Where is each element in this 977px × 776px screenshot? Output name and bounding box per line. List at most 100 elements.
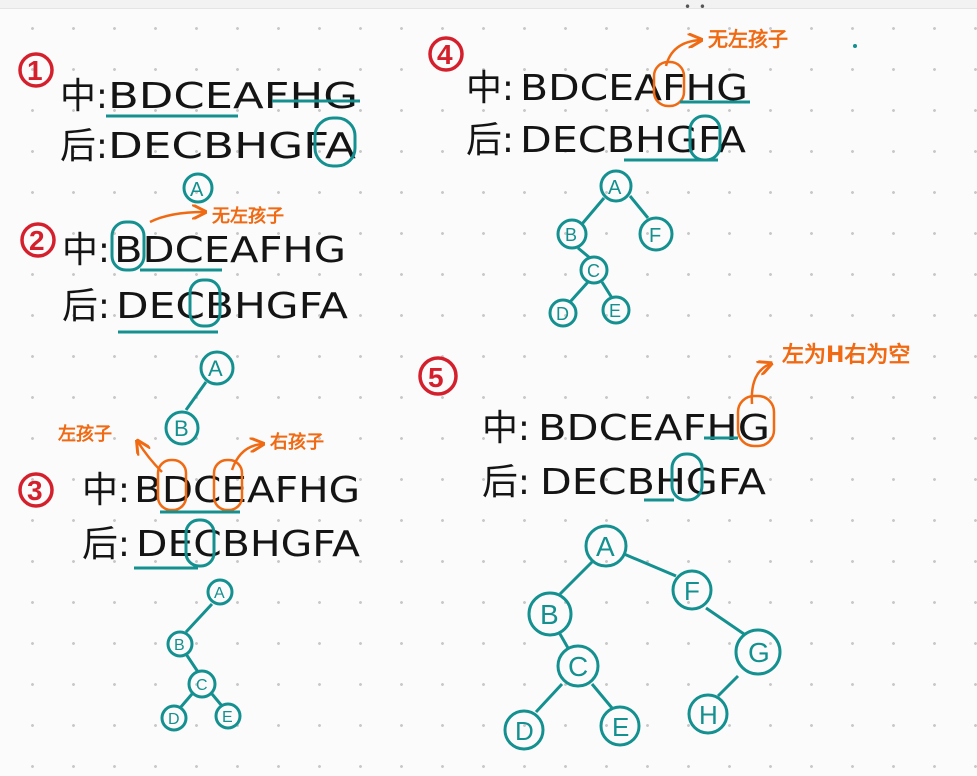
step-5-edge-f-g: [705, 606, 745, 636]
step-3-node-e-label: E: [222, 709, 233, 726]
step-3-number: 3: [27, 475, 43, 506]
step-2: 2 A 中: BDCEAFHG 无左孩子 后: DECBHGFA A B: [20, 172, 348, 446]
step-2-number: 2: [29, 225, 45, 256]
step-3-node-d-label: D: [168, 711, 180, 728]
step-3-c-highlight: [184, 518, 216, 568]
step-5-edge-c-d: [534, 682, 564, 714]
step-3-note-right: 右孩子: [270, 431, 324, 453]
step-2-note: 无左孩子: [212, 205, 284, 227]
step-4-node-c-label: C: [587, 261, 600, 281]
step-3-postorder-label: 后:: [82, 524, 130, 565]
step-4-node-f: [638, 216, 674, 252]
step-4-number: 4: [437, 39, 453, 70]
step-5-arrow: [750, 364, 770, 405]
step-4-node-b: [556, 218, 588, 250]
step-2-arrow: [149, 212, 204, 224]
step-4-inorder-label: 中:: [466, 68, 514, 109]
step-3-edge-c-d: [178, 693, 194, 709]
step-5-node-c-label: C: [568, 651, 588, 682]
step-5-edge-g-h: [716, 674, 740, 698]
step-4-postorder-label: 后:: [466, 120, 514, 161]
step-3-node-a: [206, 578, 234, 606]
step-3-note-left: 左孩子: [58, 423, 112, 445]
step-2-node-a: [199, 350, 235, 386]
step-4-edge-c-e: [600, 281, 614, 299]
step-3-edge-a-b: [184, 602, 214, 634]
step-5-inorder-label: 中:: [482, 408, 530, 449]
step-5-g-highlight: [736, 394, 776, 448]
step-3-postorder-sequence: DECBHGFA: [136, 524, 360, 565]
step-1-number: 1: [27, 55, 43, 86]
step-1-marker: [18, 52, 54, 88]
step-5-edge-a-b: [558, 560, 594, 596]
step-5-note: 左为H右为空: [782, 342, 910, 368]
step-2-b-highlight: [110, 220, 146, 272]
step-4-edge-a-f: [628, 195, 650, 219]
step-3-edge-c-e: [210, 693, 224, 707]
step-5-node-a: [584, 524, 628, 568]
step-5-node-f: [671, 569, 713, 611]
step-5-node-h: [687, 693, 729, 735]
step-2-postorder-label: 后:: [62, 286, 110, 327]
step-3-node-b: [166, 630, 194, 658]
step-5-edge-a-f: [623, 552, 677, 578]
step-4-marker: [428, 36, 464, 72]
step-4-note: 无左孩子: [708, 27, 788, 51]
step-1-root-highlight: [313, 116, 357, 168]
step-5-inorder-sequence: BDCEAFHG: [538, 408, 770, 449]
step-3-inorder-sequence: BDCEAFHG: [134, 470, 360, 511]
step-5-node-d-label: D: [515, 716, 534, 746]
step-2-node-b: [164, 410, 200, 446]
step-5-edge-b-c: [558, 633, 570, 649]
step-2-node-a-label: A: [208, 356, 223, 381]
step-5-node-a-label: A: [596, 531, 615, 562]
step-1-inorder-sequence: BDCEAFHG: [108, 76, 358, 117]
step-3-e-highlight: [212, 458, 244, 512]
step-5-edge-c-e: [590, 683, 614, 709]
step-2-b-post-highlight: [188, 278, 222, 328]
step-5-node-b-label: B: [540, 599, 559, 630]
step-2-marker: [20, 222, 56, 258]
step-2-edge-a-b: [184, 381, 208, 411]
step-2-inorder-label: 中:: [62, 230, 110, 271]
step-3-node-d: [160, 704, 188, 732]
step-4: 4 无左孩子 中: BDCEAFHG 后: DECBHGFA A B F: [428, 27, 857, 328]
step-3-node-c-label: C: [196, 677, 208, 694]
step-4-dot: [853, 44, 857, 48]
step-5-node-e: [599, 705, 641, 747]
step-1-inorder-label: 中:: [60, 76, 108, 117]
step-5-marker: [418, 356, 458, 396]
step-3-inorder-label: 中:: [82, 470, 130, 511]
step-4-node-d: [548, 298, 578, 328]
drag-handle-icon[interactable]: • •: [684, 0, 708, 14]
step-3-node-a-label: A: [214, 585, 225, 602]
step-5-node-f-label: F: [684, 576, 700, 606]
step-5-node-e-label: E: [612, 712, 629, 742]
step-5-g-post-highlight: [670, 452, 704, 502]
svg-text:A: A: [190, 179, 204, 201]
step-4-node-b-label: B: [565, 225, 577, 245]
step-5-node-h-label: H: [699, 700, 718, 730]
step-5-postorder-sequence: DECBHGFA: [540, 462, 766, 503]
step-4-node-d-label: D: [556, 304, 569, 324]
step-2-inorder-sequence: BDCEAFHG: [114, 230, 346, 271]
step-4-node-c: [579, 255, 609, 285]
step-4-node-a-label: A: [608, 177, 622, 199]
step-4-postorder-sequence: DECBHGFA: [520, 120, 746, 161]
step-3-edge-b-c: [184, 653, 200, 673]
step-2-node-b-label: B: [174, 416, 189, 441]
top-bar: • •: [0, 0, 977, 14]
step-3-node-e: [214, 702, 242, 730]
step-5: 5 左为H右为空 中: BDCEAFHG 后: DECBHGFA A B: [418, 342, 910, 751]
step-4-node-f-label: F: [649, 225, 661, 247]
step-5-node-g: [734, 628, 782, 676]
step-3-marker: [18, 472, 54, 508]
step-2-node-a-above: [182, 172, 214, 204]
step-3: 3 左孩子 右孩子 中: BDCEAFHG 后: DECBHGFA A B: [18, 423, 360, 732]
step-5-node-b: [527, 591, 573, 637]
step-5-number: 5: [428, 362, 444, 393]
step-5-node-c: [556, 644, 600, 688]
step-3-right-arrow: [230, 444, 262, 471]
step-3-d-highlight: [156, 458, 188, 512]
step-4-edge-b-c: [577, 246, 591, 260]
